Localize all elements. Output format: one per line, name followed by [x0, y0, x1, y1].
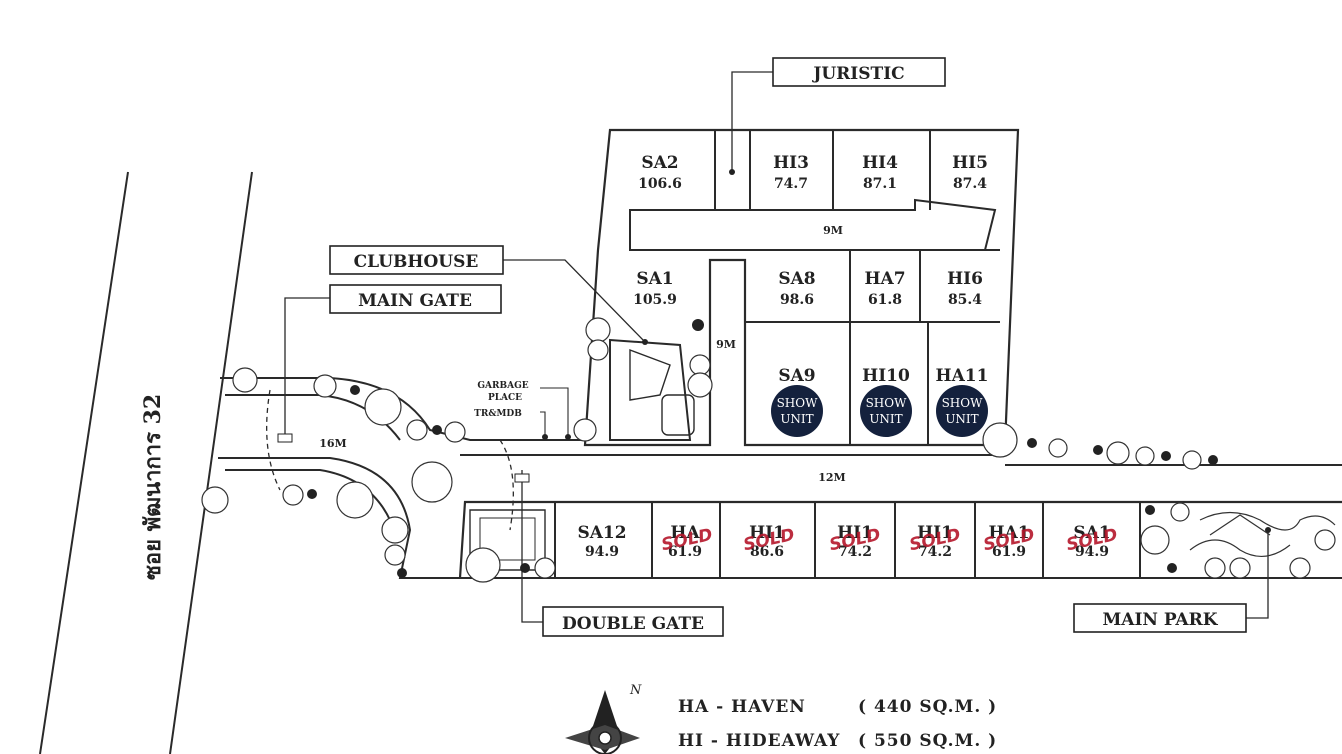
juristic-label: JURISTIC	[811, 64, 904, 84]
badge-line2: UNIT	[945, 412, 978, 426]
unit-code: SA1	[636, 269, 673, 289]
legend-hideaway: HI - HIDEAWAY	[678, 731, 840, 751]
badge-line1: SHOW	[866, 396, 908, 410]
show-unit-badge	[860, 385, 912, 437]
unit-code: SA1	[1073, 523, 1110, 543]
unit-area: 94.9	[585, 544, 619, 560]
unit-sold-5[interactable]: HA1 61.9 SOLD	[982, 523, 1037, 560]
entry-road-lower	[218, 457, 1342, 579]
unit-sa1[interactable]: SA1 105.9	[633, 269, 677, 308]
unit-sold-3[interactable]: HI1 74.2 SOLD	[828, 523, 883, 560]
legend-hideaway-size: ( 550 SQ.M. )	[858, 731, 997, 751]
unit-ha11[interactable]: HA11 SHOW UNIT	[936, 366, 989, 437]
badge-line1: SHOW	[777, 396, 819, 410]
road-width-side: 9M	[716, 338, 736, 351]
garbage-label: GARBAGE	[477, 381, 528, 391]
unit-code: HI6	[947, 269, 983, 289]
unit-area: 86.6	[750, 544, 784, 560]
clubhouse-building	[609, 338, 692, 441]
main-park-label: MAIN PARK	[1102, 610, 1218, 630]
clubhouse-label: CLUBHOUSE	[354, 252, 479, 272]
unit-area: 106.6	[638, 176, 682, 192]
unit-code: HI5	[952, 153, 988, 173]
unit-sold-2[interactable]: HI1 86.6 SOLD	[742, 523, 797, 560]
unit-code: SA12	[577, 523, 626, 543]
unit-sold-6[interactable]: SA1 94.9 SOLD	[1065, 523, 1120, 560]
unit-area: 74.2	[918, 544, 952, 560]
legend-haven-size: ( 440 SQ.M. )	[858, 697, 997, 717]
unit-code: HA7	[864, 269, 905, 289]
unit-sa2[interactable]: SA2 106.6	[638, 153, 682, 192]
unit-area: 74.7	[774, 176, 808, 192]
unit-hi6[interactable]: HI6 85.4	[947, 269, 983, 308]
unit-code: HI4	[862, 153, 898, 173]
compass-rose-icon: N	[565, 683, 642, 754]
legend: HA - HAVEN ( 440 SQ.M. ) HI - HIDEAWAY (…	[678, 697, 997, 751]
unit-area: 74.2	[838, 544, 872, 560]
badge-line2: UNIT	[869, 412, 902, 426]
road-name-label: ซอย พัฒนาการ 32	[140, 394, 166, 580]
trmdb-label: TR&MDB	[474, 409, 522, 419]
unit-code: SA2	[641, 153, 678, 173]
callout-clubhouse: CLUBHOUSE	[329, 245, 504, 275]
unit-sold-4[interactable]: HI1 74.2 SOLD	[908, 523, 963, 560]
unit-area: 85.4	[948, 292, 982, 308]
unit-area: 61.9	[668, 544, 702, 560]
unit-sa9[interactable]: SA9 SHOW UNIT	[771, 366, 823, 437]
callout-main-park: MAIN PARK	[1073, 603, 1247, 633]
park-landscape	[1189, 511, 1336, 557]
unit-area: 61.8	[868, 292, 902, 308]
unit-hi4[interactable]: HI4 87.1	[862, 153, 898, 192]
road-width-entry: 16M	[319, 437, 346, 450]
unit-sa8[interactable]: SA8 98.6	[778, 269, 815, 308]
unit-ha7[interactable]: HA7 61.8	[864, 269, 905, 308]
callout-main-gate: MAIN GATE	[329, 284, 502, 314]
callout-juristic: JURISTIC	[772, 57, 946, 87]
unit-hi10[interactable]: HI10 SHOW UNIT	[860, 366, 912, 437]
badge-line2: UNIT	[780, 412, 813, 426]
unit-code: SA8	[778, 269, 815, 289]
entry-road-upper	[220, 377, 585, 441]
road-edge-left	[39, 171, 129, 754]
unit-code: HA1	[988, 523, 1029, 543]
unit-area: 98.6	[780, 292, 814, 308]
unit-area: 87.4	[953, 176, 987, 192]
unit-sold-1[interactable]: HA 61.9 SOLD	[660, 523, 715, 560]
legend-haven: HA - HAVEN	[678, 697, 806, 717]
unit-code: SA9	[778, 366, 815, 386]
unit-area: 87.1	[863, 176, 897, 192]
main-gate-label: MAIN GATE	[358, 291, 472, 311]
unit-area: 94.9	[1075, 544, 1109, 560]
unit-hi5[interactable]: HI5 87.4	[952, 153, 988, 192]
road-width-top: 9M	[823, 224, 843, 237]
unit-hi3[interactable]: HI3 74.7	[773, 153, 809, 192]
unit-area: 61.9	[992, 544, 1026, 560]
double-gate-label: DOUBLE GATE	[562, 614, 704, 634]
unit-code: HA11	[936, 366, 989, 386]
road-edge-right	[169, 171, 253, 754]
road-width-main: 12M	[818, 471, 845, 484]
place-label: PLACE	[488, 393, 522, 403]
unit-area: 105.9	[633, 292, 677, 308]
unit-code: HI1	[917, 523, 953, 543]
shrub-cluster	[307, 319, 1218, 578]
unit-sa12[interactable]: SA12 94.9	[577, 523, 626, 560]
inner-road-9m	[629, 198, 997, 251]
callout-double-gate: DOUBLE GATE	[542, 606, 724, 637]
north-label: N	[629, 683, 642, 698]
unit-code: HI1	[837, 523, 873, 543]
tree-cluster	[201, 317, 1336, 583]
unit-code: HI1	[749, 523, 785, 543]
show-unit-badge	[936, 385, 988, 437]
badge-line1: SHOW	[942, 396, 984, 410]
unit-code: HI10	[862, 366, 910, 386]
show-unit-badge	[771, 385, 823, 437]
unit-code: HA	[670, 523, 700, 543]
unit-code: HI3	[773, 153, 809, 173]
